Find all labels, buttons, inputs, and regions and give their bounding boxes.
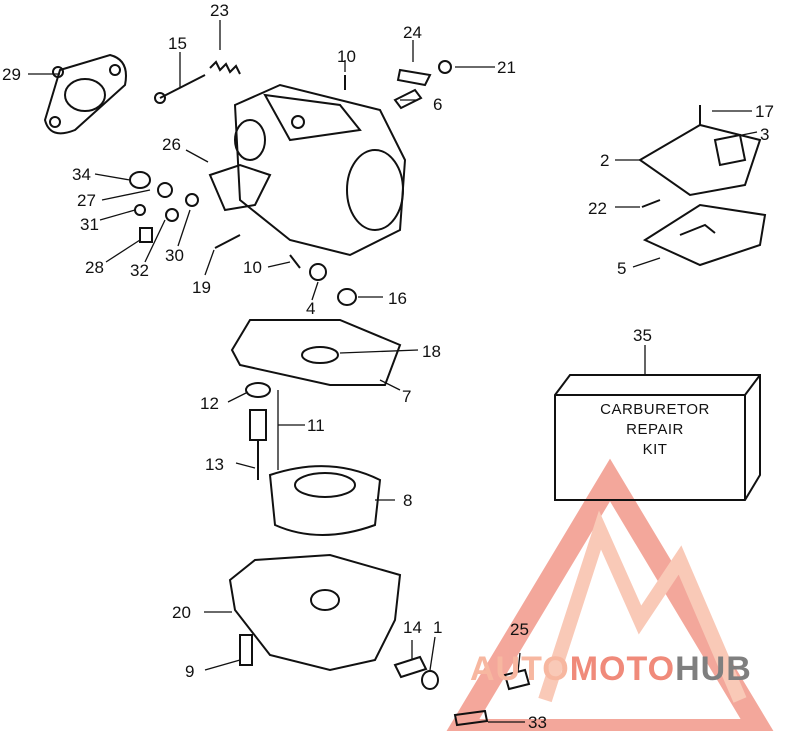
callout-1: 1: [433, 618, 443, 637]
callout-23: 23: [210, 1, 229, 20]
callout-10-top: 10: [337, 47, 356, 66]
callout-30: 30: [165, 246, 184, 265]
callout-35: 35: [633, 326, 652, 345]
gasket-29: [43, 53, 127, 135]
watermark-text: AUTOMOTOHUB: [470, 650, 752, 689]
watermark-logo: [446, 458, 774, 731]
callout-21: 21: [497, 58, 516, 77]
callout-9: 9: [185, 662, 195, 681]
callout-3: 3: [760, 125, 770, 144]
callout-24: 24: [403, 23, 422, 42]
callout-13: 13: [205, 455, 224, 474]
callout-5: 5: [617, 259, 627, 278]
watermark-part-auto: AUTO: [470, 650, 570, 688]
callout-16: 16: [388, 289, 407, 308]
watermark-part-moto: MOTO: [569, 650, 676, 688]
callout-33: 33: [528, 713, 547, 732]
float-bowl-20: [228, 553, 402, 672]
diaphragm-plate: [642, 203, 767, 267]
repair-kit-box: [554, 374, 761, 501]
callout-25: 25: [510, 620, 529, 639]
callout-22: 22: [588, 199, 607, 218]
callout-6: 6: [433, 95, 443, 114]
callout-10-mid: 10: [243, 258, 262, 277]
kit-line-2: REPAIR: [626, 421, 684, 438]
callout-31: 31: [80, 215, 99, 234]
carburetor-body: [233, 83, 407, 257]
callout-32: 32: [130, 261, 149, 280]
callout-15: 15: [168, 34, 187, 53]
gasket-7: [230, 319, 402, 386]
repair-kit-label: CARBURETOR REPAIR KIT: [560, 400, 750, 460]
watermark-part-hub: HUB: [675, 650, 752, 688]
kit-line-3: KIT: [642, 441, 668, 458]
callout-17: 17: [755, 102, 774, 121]
callout-8: 8: [403, 491, 413, 510]
kit-line-1: CARBURETOR: [600, 401, 710, 418]
callout-27: 27: [77, 191, 96, 210]
callout-2: 2: [600, 151, 610, 170]
callout-14: 14: [403, 618, 422, 637]
leader-lines: [28, 20, 758, 723]
float-8: [268, 465, 382, 536]
callout-29: 29: [2, 65, 21, 84]
callout-19: 19: [192, 278, 211, 297]
callout-12: 12: [200, 394, 219, 413]
callout-7: 7: [402, 387, 412, 406]
callout-34: 34: [72, 165, 91, 184]
callout-11: 11: [307, 416, 325, 435]
callout-4: 4: [306, 299, 316, 318]
callout-20: 20: [172, 603, 191, 622]
callout-18: 18: [422, 342, 441, 361]
fuel-pump-cover: [638, 123, 762, 197]
callout-26: 26: [162, 135, 181, 154]
part-drawings: [43, 53, 767, 727]
callout-28: 28: [85, 258, 104, 277]
